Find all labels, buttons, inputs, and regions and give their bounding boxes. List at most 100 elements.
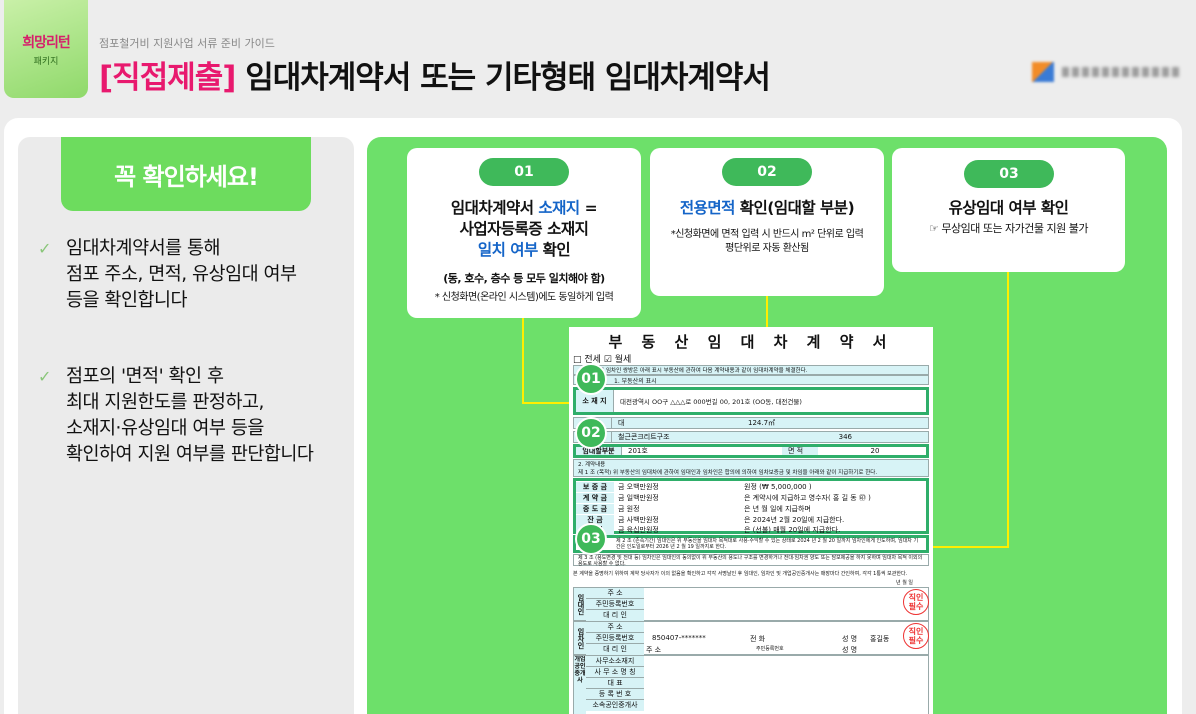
brand-logo: 희망리턴 패키지: [4, 0, 88, 98]
bullet-2-line2: 최대 지원한도를 판정하고,: [66, 392, 264, 413]
bullet-1-line2: 점포 주소, 면적, 유상임대 여부: [66, 264, 297, 285]
lease-area-value: 20: [818, 447, 926, 455]
lease-contract-document: 부 동 산 임 대 차 계 약 서 □ 전세 ☑ 월세 임대인과 임차인 쌍방은…: [569, 327, 933, 714]
lessee-address-label: 주 소: [586, 622, 644, 633]
land-row: 토 지 대 124.7㎡: [573, 417, 929, 429]
agent-id-label: 주민등록번호: [756, 646, 784, 652]
lessor-section: 임대인 주 소 주민등록번호 대 리 인: [573, 587, 929, 621]
title-text: 임대차계약서 또는 기타형태 임대차계약서: [235, 60, 771, 96]
building-row: 건 물 철근콘크리트구조 346: [573, 431, 929, 443]
bullet-2-line1: 점포의 '면적' 확인 후: [66, 366, 224, 387]
connector-line-01h: [522, 402, 578, 404]
blurred-organization-logo: [1032, 62, 1180, 82]
card-1-heading-2: 사업자등록증 소재지: [459, 220, 589, 238]
land-area: 124.7㎡: [748, 419, 776, 427]
card-1-note-1: (동, 호수, 층수 등 모두 일치해야 함): [443, 272, 605, 285]
card-1-heading-3: 일치 여부 확인: [477, 241, 571, 259]
broker-label: 개업공인중개사: [574, 656, 586, 714]
lease-part-row: 임대할부분 201호 면 적 20: [573, 444, 929, 458]
bullet-item-1: ✓ 임대차계약서를 통해 점포 주소, 면적, 유상임대 여부 등을 확인합니다: [38, 236, 297, 314]
clause-2-row: 제 2 조 (존속기간) 임대인은 위 부동산을 임대차 목적대로 사용·수익할…: [573, 535, 929, 553]
connector-line-03h: [930, 546, 1009, 548]
broker-agent-label: 소속공인중개사: [586, 700, 644, 711]
title-highlight: [직접제출]: [99, 60, 236, 96]
lessee-name-label: 성 명: [842, 635, 858, 643]
lessor-label: 임대인: [574, 588, 586, 620]
section-2-title: 2. 계약내용: [578, 462, 606, 468]
broker-registration-label: 등 록 번 호: [586, 689, 644, 700]
lease-type: □ 전세 ☑ 월세: [573, 355, 632, 365]
clause-1-text: 제 1 조 (목적) 위 부동산의 임대차에 관하여 임대인과 임차인은 합의에…: [578, 470, 878, 476]
lessee-agent-label: 대 리 인: [586, 644, 644, 655]
card-1-note-2: * 신청화면(온라인 시스템)에도 동일하게 입력: [434, 292, 614, 303]
agent-address-label: 주 소: [646, 646, 662, 654]
intro-row: 임대인과 임차인 쌍방은 아래 표시 부동산에 관하여 다음 계약내용과 같이 …: [573, 365, 929, 375]
lease-part-label: 임대할부분: [576, 447, 622, 455]
connector-line-01: [522, 318, 524, 404]
card-3-heading: 유상임대 여부 확인: [948, 199, 1069, 217]
lease-part-value: 201호: [622, 447, 782, 455]
page-subtitle: 점포철거비 지원사업 서류 준비 가이드: [99, 37, 275, 50]
doc-badge-01: 01: [575, 363, 607, 395]
doc-badge-02: 02: [575, 417, 607, 449]
logo-subtext: 패키지: [33, 56, 59, 67]
card-area-check: 02 전용면적 확인(임대할 부분) *신청화면에 면적 입력 시 반드시 m²…: [650, 148, 884, 296]
lessee-section: 임차인 주 소 주민등록번호 850407-******* 전 화 성 명 홍길…: [573, 621, 929, 655]
bullet-2-line3: 소재지·유상임대 여부 등을: [66, 418, 264, 439]
page-title: [직접제출] 임대차계약서 또는 기타형태 임대차계약서: [99, 52, 771, 97]
lessor-address-label: 주 소: [586, 588, 644, 599]
location-value: 대전광역시 OO구 △△△로 000번길 00, 201호 (OO동, 대전건물…: [614, 390, 926, 412]
card-paid-lease-check: 03 유상임대 여부 확인 ☞ 무상임대 또는 자가건물 지원 불가: [892, 148, 1125, 272]
card-1-heading-1: 임대차계약서 소재지 =: [450, 199, 598, 217]
check-icon: ✓: [38, 367, 51, 386]
lessee-id-label: 주민등록번호: [586, 633, 644, 644]
phone-label: 전 화: [750, 635, 766, 643]
check-icon: ✓: [38, 239, 51, 258]
step-badge-01: 01: [479, 158, 569, 186]
left-info-box: [18, 137, 354, 714]
bullet-2-line4: 확인하여 지원 여부를 판단합니다: [66, 444, 314, 465]
card-2-note-2: 평단위로 자동 환산됨: [725, 243, 809, 254]
lessee-name-value: 홍길동: [870, 635, 890, 643]
location-label: 소 재 지: [576, 390, 614, 412]
broker-section: 개업공인중개사 사무소소재지 사 무 소 명 칭 대 표 등 록 번 호 소속공…: [573, 655, 929, 714]
building-structure: 철근콘크리트구조: [618, 433, 670, 441]
lessor-id-label: 주민등록번호: [586, 599, 644, 610]
clause-3-row: 제 3 조 (용도변경 및 전대 등) 임차인은 임대인의 동의없이 위 부동산…: [573, 554, 929, 567]
bullet-item-2: ✓ 점포의 '면적' 확인 후 최대 지원한도를 판정하고, 소재지·유상임대 …: [38, 364, 314, 468]
bullet-1-line3: 등을 확인합니다: [66, 290, 188, 311]
signature-date: 년 월 일: [896, 580, 913, 586]
broker-representative-label: 대 표: [586, 678, 644, 689]
signature-intro: 본 계약을 증명하기 위하여 계약 당사자가 이의 없음을 확인하고 각각 서명…: [573, 571, 908, 577]
contract-section: 2. 계약내용 제 1 조 (목적) 위 부동산의 임대차에 관하여 임대인과 …: [573, 459, 929, 477]
step-badge-03: 03: [964, 160, 1054, 188]
lessor-agent-label: 대 리 인: [586, 610, 644, 621]
card-2-note-1: *신청화면에 면적 입력 시 반드시 m² 단위로 입력: [670, 229, 864, 240]
check-notice-button: 꼭 확인하세요!: [61, 137, 311, 211]
step-badge-02: 02: [722, 158, 812, 186]
section-1-row: 1. 부동산의 표시: [573, 375, 929, 385]
connector-line-03: [1007, 272, 1009, 548]
broker-office-address-label: 사무소소재지: [586, 656, 644, 667]
lease-area-label: 면 적: [788, 447, 804, 455]
broker-office-name-label: 사 무 소 명 칭: [586, 667, 644, 678]
agent-name-label: 성 명: [842, 646, 858, 654]
lessee-label: 임차인: [574, 622, 586, 654]
building-area: 346: [838, 433, 852, 441]
logo-text: 희망리턴: [22, 34, 71, 51]
bullet-1-line1: 임대차계약서를 통해: [66, 238, 221, 259]
lessee-id-value: 850407-*******: [652, 634, 706, 642]
doc-badge-03: 03: [575, 523, 607, 555]
org-logo-icon: [1032, 62, 1054, 82]
card-3-note: ☞ 무상임대 또는 자가건물 지원 불가: [928, 222, 1089, 235]
card-2-heading: 전용면적 확인(임대할 부분): [679, 199, 855, 217]
land-use: 대: [618, 419, 625, 427]
